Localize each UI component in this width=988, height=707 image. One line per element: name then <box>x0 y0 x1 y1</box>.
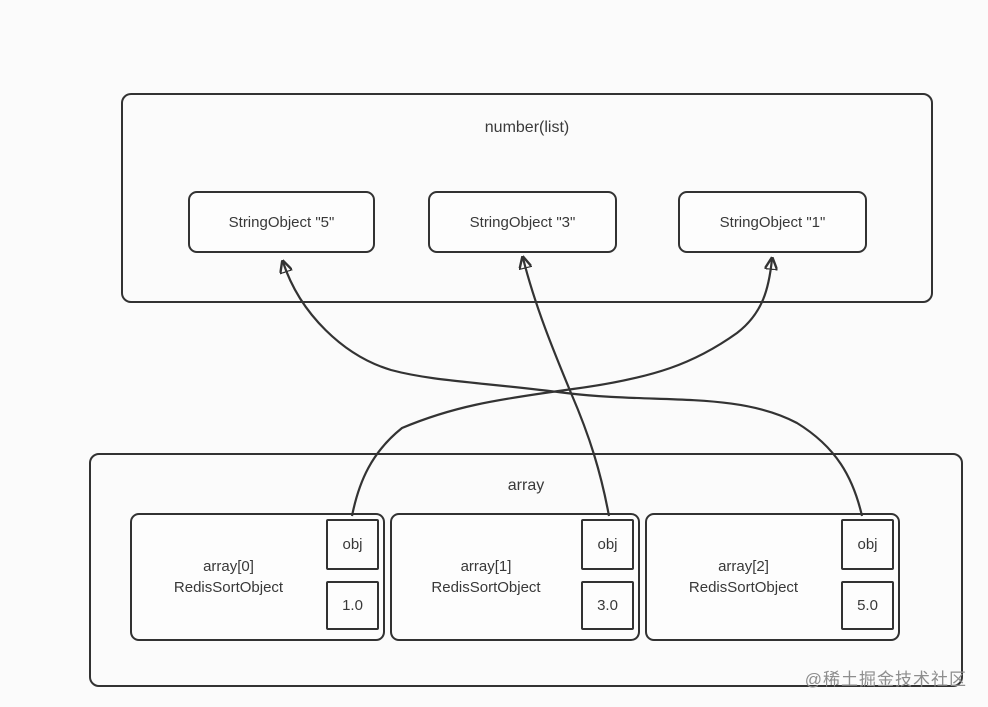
array-item-0-type: RedisSortObject <box>173 579 284 596</box>
array-item-0-obj-box: obj <box>326 519 379 570</box>
array-item-1-type: RedisSortObject <box>431 579 541 596</box>
array-item-0-index: array[0] <box>203 558 254 575</box>
array-item-0-score: 1.0 <box>342 597 363 614</box>
array-item-2-score: 5.0 <box>857 597 878 614</box>
array-item-2-obj-label: obj <box>857 536 878 553</box>
array-item-2-score-box: 5.0 <box>841 581 894 630</box>
string-object-3-box: StringObject "3" <box>428 191 617 253</box>
array-item-1-score-box: 3.0 <box>581 581 634 630</box>
string-object-5-box: StringObject "5" <box>188 191 375 253</box>
array-item-1-label: array[1] RedisSortObject <box>396 515 576 639</box>
array-item-0-score-box: 1.0 <box>326 581 379 630</box>
array-item-0-label: array[0] RedisSortObject <box>136 515 321 639</box>
string-object-1-label: StringObject "1" <box>719 213 826 231</box>
string-object-5-label: StringObject "5" <box>228 213 335 231</box>
array-title: array <box>507 477 545 494</box>
string-object-1-box: StringObject "1" <box>678 191 867 253</box>
array-item-1-obj-label: obj <box>597 536 618 553</box>
array-item-0-obj-label: obj <box>342 536 363 553</box>
number-list-title: number(list) <box>484 119 570 136</box>
array-item-0: array[0] RedisSortObject obj 1.0 <box>130 513 385 641</box>
juejin-watermark: @稀土掘金技术社区 <box>804 670 967 689</box>
array-item-2-obj-box: obj <box>841 519 894 570</box>
array-item-2-index: array[2] <box>718 558 769 575</box>
array-item-2-type: RedisSortObject <box>688 579 799 596</box>
array-item-1: array[1] RedisSortObject obj 3.0 <box>390 513 640 641</box>
array-item-2-label: array[2] RedisSortObject <box>651 515 836 639</box>
array-item-2: array[2] RedisSortObject obj 5.0 <box>645 513 900 641</box>
array-item-1-obj-box: obj <box>581 519 634 570</box>
array-item-1-score: 3.0 <box>597 597 618 614</box>
string-object-3-label: StringObject "3" <box>469 213 576 231</box>
array-item-1-index: array[1] <box>460 558 512 575</box>
